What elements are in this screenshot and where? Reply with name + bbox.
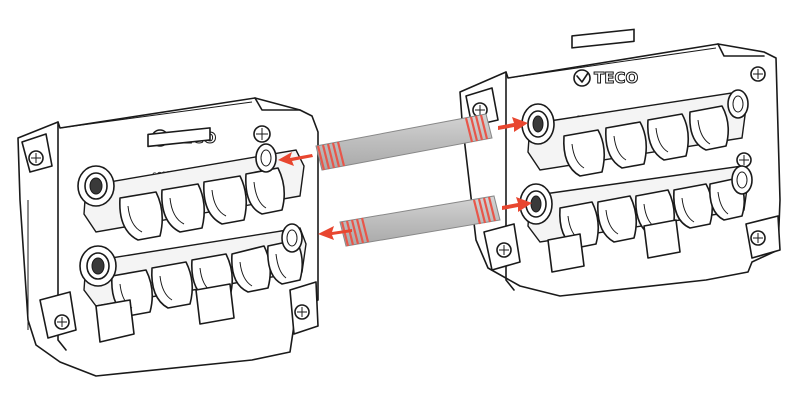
pipe-thread-left (340, 217, 370, 247)
left-bottom-foot (95, 299, 135, 343)
right-serial-sticker (571, 28, 635, 49)
right-upper-valve-row (563, 105, 730, 177)
left-manifold-unit: TECO SC99025881 (17, 97, 319, 377)
left-outlet-upper (255, 143, 277, 173)
valve-knob-icon (563, 129, 606, 177)
right-inlet-fitting-lower (519, 183, 553, 225)
red-direction-arrow-icon (318, 226, 352, 240)
screw-icon (54, 314, 70, 330)
pipe-thread-right (464, 114, 489, 143)
valve-knob-icon (151, 261, 194, 309)
right-bottom-foot (547, 233, 585, 273)
valve-knob-icon (203, 175, 248, 225)
pipe-thread-right (472, 196, 497, 225)
left-outlet-lower (281, 223, 303, 253)
valve-knob-icon (597, 195, 638, 243)
right-inlet-fitting-upper (521, 103, 555, 145)
teco-logo-icon (573, 69, 591, 87)
right-logo-text: TECO (594, 69, 638, 87)
upper-connecting-pipe (315, 113, 493, 171)
right-end-fitting-upper (727, 89, 749, 119)
valve-knob-icon (161, 183, 206, 233)
screw-icon (253, 125, 271, 143)
left-end-fitting-lower (79, 245, 117, 287)
screw-icon (750, 66, 766, 82)
screw-icon (496, 242, 512, 258)
pipe-thread-left (316, 141, 346, 171)
valve-knob-icon (605, 121, 648, 169)
left-serial-sticker (147, 127, 211, 148)
right-end-fitting-lower (731, 165, 753, 195)
red-direction-arrow-icon (502, 197, 532, 212)
lower-connecting-pipe (339, 195, 501, 247)
left-upper-valve-row (119, 167, 286, 241)
right-manifold-unit: TECO SC99025881 (459, 28, 781, 297)
screw-icon (28, 150, 44, 166)
red-direction-arrow-icon (278, 152, 313, 166)
left-bottom-foot (195, 283, 235, 325)
valve-knob-icon (647, 113, 690, 161)
left-end-fitting-upper (77, 165, 115, 207)
screw-icon (472, 102, 488, 118)
screw-icon (736, 152, 752, 168)
valve-knob-icon (245, 167, 286, 215)
screw-icon (294, 304, 310, 320)
screw-icon (750, 230, 766, 246)
valve-knob-icon (119, 191, 164, 241)
red-direction-arrow-icon (498, 117, 528, 132)
valve-knob-icon (689, 105, 730, 151)
right-bottom-foot (643, 219, 681, 259)
